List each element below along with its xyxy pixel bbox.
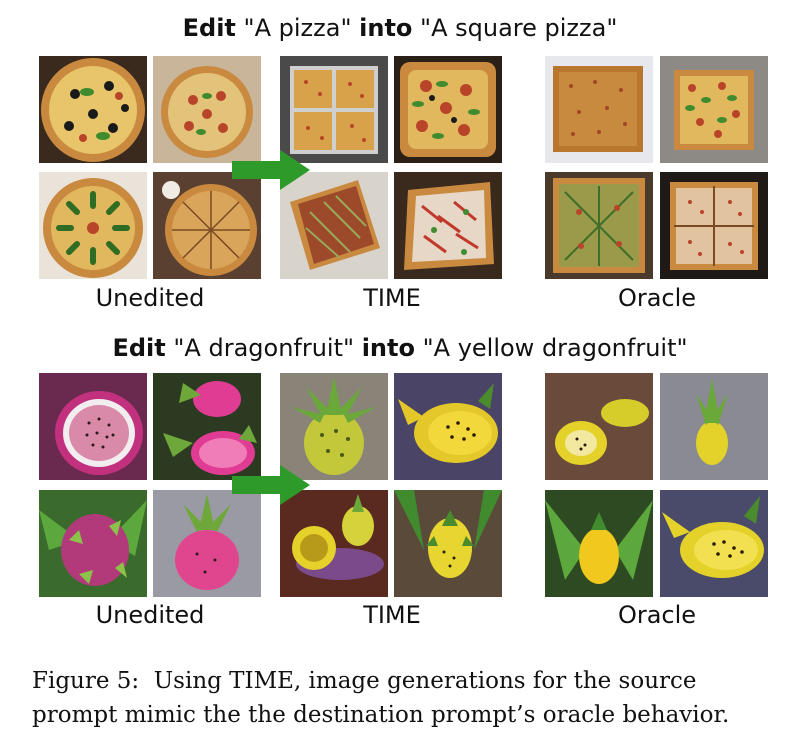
label-time: TIME <box>363 601 421 629</box>
dragonfruit-oracle-image-2 <box>660 373 768 480</box>
label-oracle: Oracle <box>617 601 697 629</box>
into-word: into <box>359 14 413 42</box>
panel-2-heading: Edit "A dragonfruit" into "A yellow drag… <box>0 334 800 362</box>
target-prompt: "A square pizza" <box>420 14 618 42</box>
dragonfruit-time-image-3 <box>280 490 388 597</box>
pizza-time-image-1 <box>280 56 388 163</box>
label-unedited: Unedited <box>95 284 205 312</box>
pizza-unedited-image-3 <box>39 172 147 279</box>
dragonfruit-unedited-image-3 <box>39 490 147 597</box>
label-oracle: Oracle <box>617 284 697 312</box>
dragonfruit-unedited-image-1 <box>39 373 147 480</box>
source-prompt: "A pizza" <box>243 14 352 42</box>
pizza-time-image-4 <box>394 172 502 279</box>
dragonfruit-oracle-image-1 <box>545 373 653 480</box>
arrow-icon <box>232 465 310 505</box>
dragonfruit-oracle-image-4 <box>660 490 768 597</box>
into-word: into <box>361 334 415 362</box>
edit-word: Edit <box>182 14 236 42</box>
edit-word: Edit <box>112 334 166 362</box>
pizza-oracle-image-2 <box>660 56 768 163</box>
pizza-time-image-2 <box>394 56 502 163</box>
target-prompt: "A yellow dragonfruit" <box>422 334 688 362</box>
caption-line-2: prompt mimic the the destination prompt’… <box>32 702 730 728</box>
dragonfruit-time-image-4 <box>394 490 502 597</box>
label-time: TIME <box>363 284 421 312</box>
pizza-unedited-image-4 <box>153 172 261 279</box>
dragonfruit-unedited-image-2 <box>153 373 261 480</box>
pizza-unedited-image-2 <box>153 56 261 163</box>
caption-line-1: Figure 5: Using TIME, image generations … <box>32 668 697 694</box>
pizza-oracle-image-4 <box>660 172 768 279</box>
figure-caption: Figure 5: Using TIME, image generations … <box>32 664 772 732</box>
dragonfruit-unedited-image-4 <box>153 490 261 597</box>
pizza-unedited-image-1 <box>39 56 147 163</box>
pizza-time-image-3 <box>280 172 388 279</box>
dragonfruit-time-image-1 <box>280 373 388 480</box>
panel-1-heading: Edit "A pizza" into "A square pizza" <box>0 14 800 42</box>
source-prompt: "A dragonfruit" <box>173 334 355 362</box>
label-unedited: Unedited <box>95 601 205 629</box>
pizza-oracle-image-1 <box>545 56 653 163</box>
arrow-icon <box>232 150 310 190</box>
pizza-oracle-image-3 <box>545 172 653 279</box>
dragonfruit-time-image-2 <box>394 373 502 480</box>
dragonfruit-oracle-image-3 <box>545 490 653 597</box>
